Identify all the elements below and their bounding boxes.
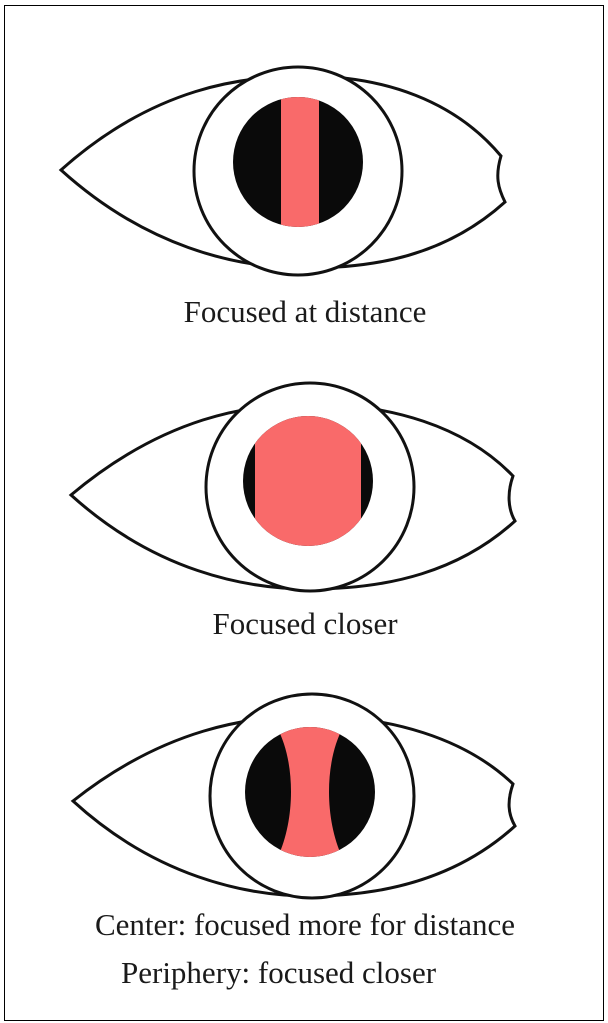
lens-wide (255, 411, 361, 551)
lens-stripe (281, 91, 319, 236)
eye-focused-at-distance (5, 6, 605, 296)
caption-center-line: Center: focused more for distance (5, 907, 605, 943)
caption-focused-at-distance: Focused at distance (5, 294, 605, 330)
caption-focused-closer: Focused closer (5, 606, 605, 642)
figure-frame: Focused at distance Focused closer Cente… (4, 5, 604, 1021)
eye-focused-closer (5, 381, 605, 606)
eye-hourglass (5, 696, 605, 906)
caption-periphery-line: Periphery: focused closer (121, 955, 436, 991)
